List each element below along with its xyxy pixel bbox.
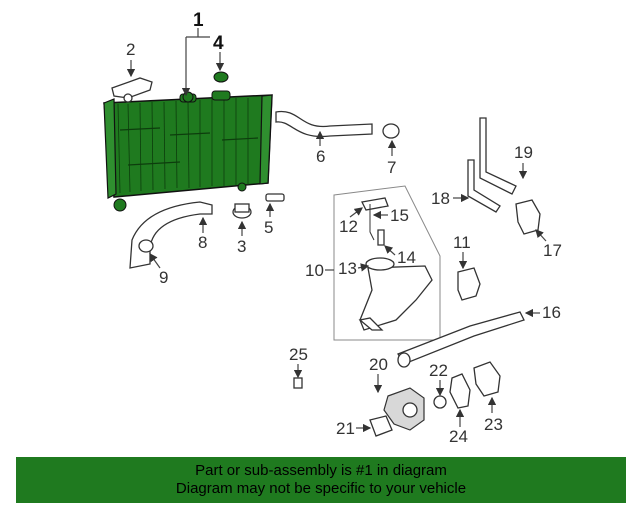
- drain-plug[interactable]: [265, 193, 285, 202]
- callout-2: 2: [126, 40, 135, 59]
- callout-5: 5: [264, 218, 273, 237]
- callout-20: 20: [369, 355, 388, 374]
- callout-10: 10: [305, 261, 324, 280]
- callout-16: 16: [542, 303, 561, 322]
- callout-3: 3: [237, 237, 246, 256]
- callout-25: 25: [289, 345, 308, 364]
- reservoir-bracket[interactable]: [361, 197, 389, 211]
- info-banner: Part or sub-assembly is #1 in diagram Di…: [16, 457, 626, 503]
- hose-clamp-9[interactable]: [138, 239, 154, 253]
- banner-line-1: Part or sub-assembly is #1 in diagram: [195, 462, 447, 479]
- callout-7: 7: [387, 158, 396, 177]
- gasket-21[interactable]: [369, 415, 393, 437]
- elbow-hose-17[interactable]: [515, 199, 541, 235]
- thermostat[interactable]: [433, 395, 447, 409]
- callout-13: 13: [338, 259, 357, 278]
- gasket-24[interactable]: [449, 373, 471, 409]
- callout-8: 8: [198, 233, 207, 252]
- parts-diagram: 1 4 2 6 7 8 9 3 5: [103, 10, 562, 446]
- callout-24: 24: [449, 427, 468, 446]
- water-inlet[interactable]: [473, 361, 501, 397]
- banner-line-2: Diagram may not be specific to your vehi…: [175, 480, 467, 497]
- callout-14: 14: [397, 248, 416, 267]
- radiator-assembly[interactable]: [103, 90, 273, 212]
- callout-12: 12: [339, 217, 358, 236]
- bypass-hose-19[interactable]: [479, 117, 517, 195]
- reservoir-cap-hose[interactable]: [377, 229, 385, 246]
- callout-11: 11: [453, 233, 471, 252]
- side-bracket-11[interactable]: [457, 267, 481, 301]
- temp-sensor[interactable]: [293, 377, 303, 389]
- callout-18: 18: [431, 189, 450, 208]
- callout-1: 1: [193, 10, 204, 31]
- upper-hose[interactable]: [275, 110, 373, 138]
- callout-21: 21: [336, 419, 355, 438]
- overflow-tube[interactable]: [369, 204, 375, 241]
- upper-bracket[interactable]: [111, 77, 153, 103]
- callout-9: 9: [159, 268, 168, 287]
- radiator-mount[interactable]: [232, 203, 252, 219]
- thermostat-housing[interactable]: [383, 387, 425, 431]
- reservoir-group-outline: [333, 185, 441, 341]
- callout-6: 6: [316, 147, 325, 166]
- water-pipe[interactable]: [397, 311, 525, 368]
- hose-clamp-7[interactable]: [382, 123, 400, 139]
- callout-17: 17: [543, 241, 562, 260]
- callout-15: 15: [390, 206, 409, 225]
- callout-4: 4: [213, 33, 224, 54]
- coolant-reservoir[interactable]: [358, 257, 433, 331]
- callout-19: 19: [514, 143, 533, 162]
- callout-23: 23: [484, 415, 503, 434]
- callout-22: 22: [429, 361, 448, 380]
- radiator-cap[interactable]: [213, 71, 229, 83]
